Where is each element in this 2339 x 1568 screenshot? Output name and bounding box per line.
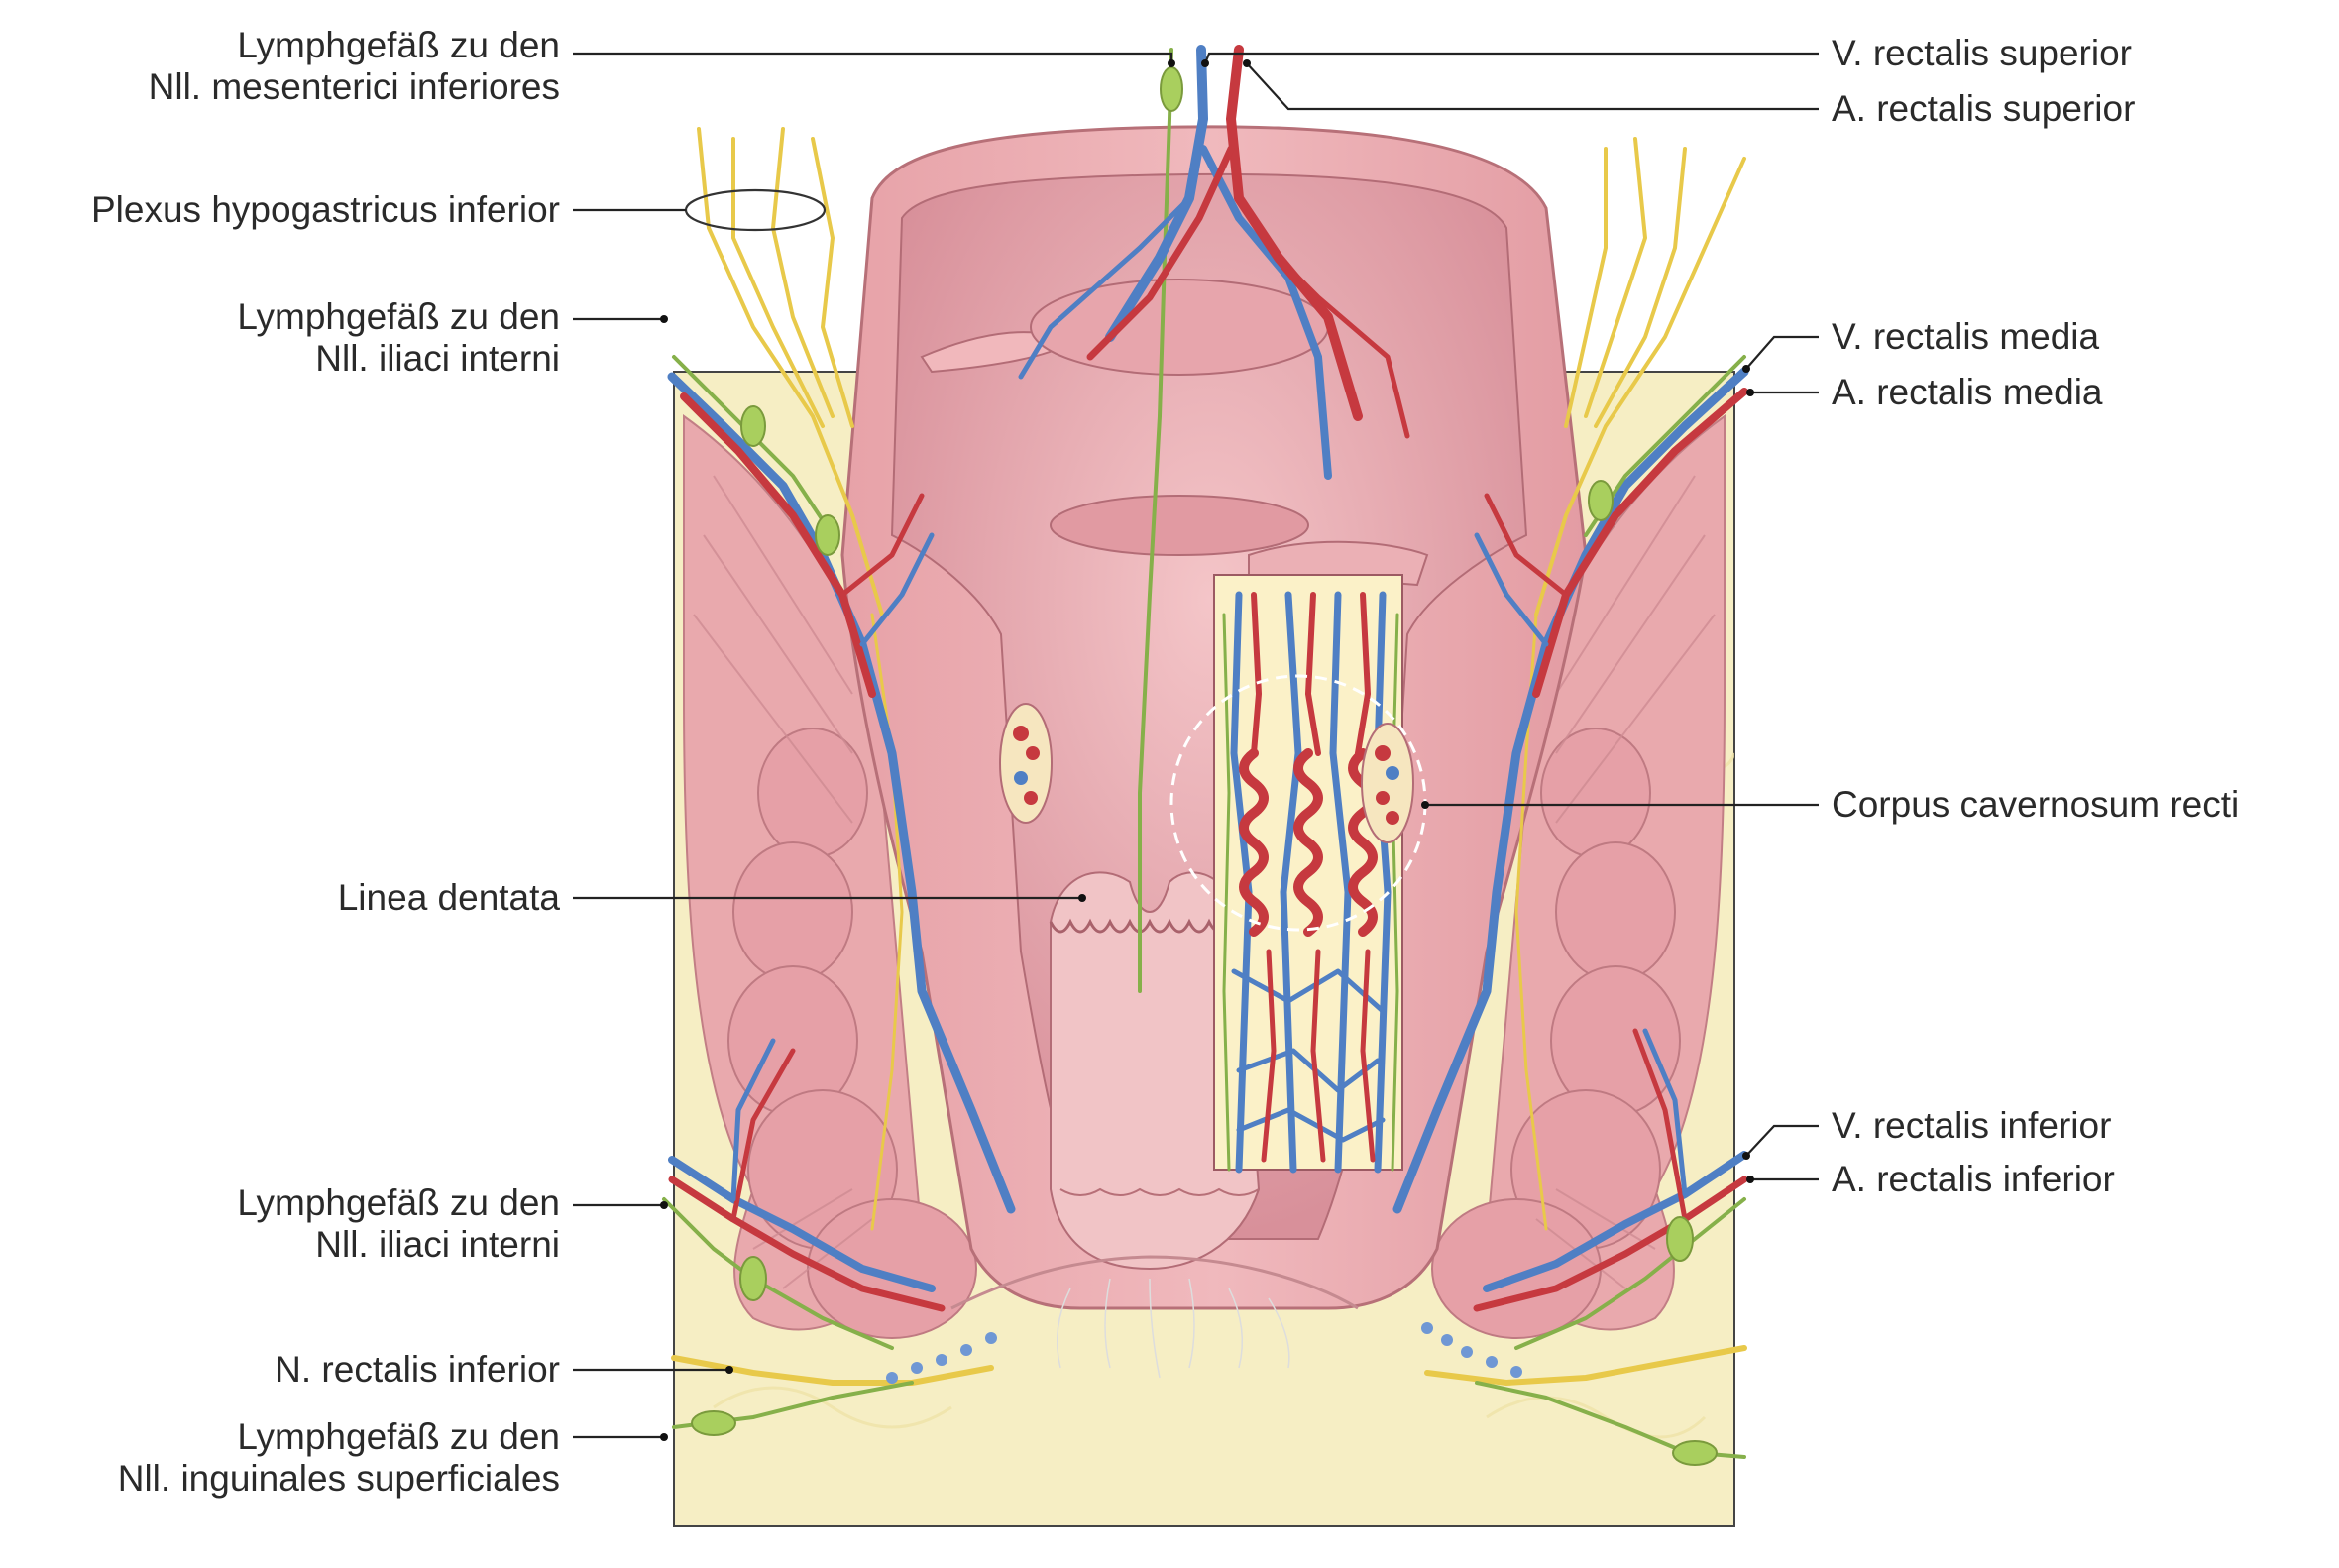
label-v-rectalis-superior: V. rectalis superior [1832,33,2132,73]
label-linea-dentata: Linea dentata [338,877,561,918]
label-a-rectalis-inferior: A. rectalis inferior [1832,1159,2115,1199]
perianal-hairs [1056,1278,1290,1379]
label-lymph-inguinales-2: Nll. inguinales superficiales [118,1458,560,1499]
anatomy-illustration [662,45,1749,1527]
left-middle-rectal-vessels [667,355,1016,1214]
submucosal-arteries [1251,592,1376,1163]
cavernous-cross-section-right [1361,723,1414,843]
label-lymph-iliaci-lower-1: Lymphgefäß zu den [237,1182,560,1223]
label-lymph-mesenterici-1: Lymphgefäß zu den [237,25,560,65]
right-labels: V. rectalis superior A. rectalis superio… [1832,33,2239,1199]
perianal-skin [950,1255,1359,1310]
label-lymph-inguinales-1: Lymphgefäß zu den [237,1416,560,1457]
label-lymph-iliaci-lower-2: Nll. iliaci interni [315,1224,560,1265]
muscle-striations [693,475,1716,1289]
label-lymph-iliaci-upper-1: Lymphgefäß zu den [237,296,560,337]
cavernous-cross-section-left [999,703,1053,824]
superior-rectal-vessels [1018,45,1410,993]
left-hypogastric-plexus [697,127,904,1231]
label-n-rectalis-inferior: N. rectalis inferior [275,1349,560,1390]
submucosal-veins [1230,591,1392,1174]
leader-lines [573,52,1819,1441]
label-a-rectalis-superior: A. rectalis superior [1832,88,2135,129]
left-external-sphincter [727,728,977,1339]
label-corpus-cavernosum: Corpus cavernosum recti [1832,784,2239,825]
submucosal-lymph [1222,613,1399,1172]
right-external-sphincter [1431,728,1681,1339]
right-hypogastric-plexus [1514,137,1746,1231]
right-inferior-rectal-vessels [1421,1028,1748,1466]
upper-ampulla-ring [1030,279,1329,376]
label-v-rectalis-media: V. rectalis media [1832,316,2100,357]
label-a-rectalis-media: A. rectalis media [1832,372,2103,412]
label-v-rectalis-inferior: V. rectalis inferior [1832,1105,2111,1146]
left-labels: Lymphgefäß zu den Nll. mesenterici infer… [91,25,560,1499]
label-plexus-hypogastricus: Plexus hypogastricus inferior [91,189,560,230]
mid-ampulla-ring [1050,495,1309,556]
label-lymph-iliaci-upper-2: Nll. iliaci interni [315,338,560,379]
right-middle-rectal-vessels [1392,355,1749,1214]
label-lymph-mesenterici-2: Nll. mesenterici inferiores [149,66,560,107]
anal-verge [1059,1187,1260,1196]
